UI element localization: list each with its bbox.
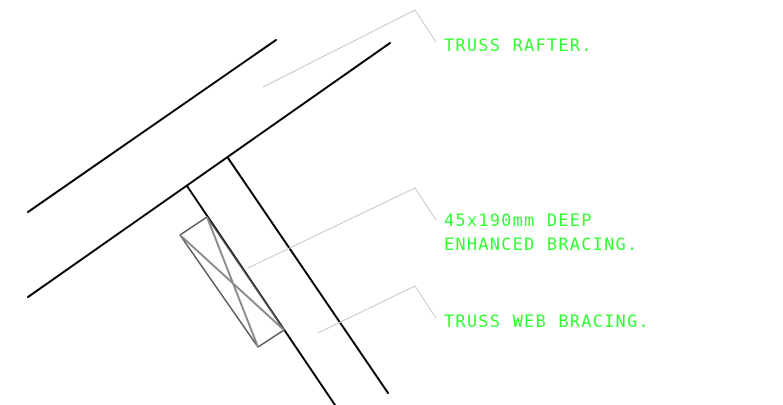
rafter-leader — [262, 9, 437, 88]
web-right-edge — [227, 157, 389, 394]
enhanced-bracing-label-line1: 45x190mm DEEP — [444, 211, 593, 231]
web-bracing-leader — [317, 285, 437, 334]
web-bracing-label: TRUSS WEB BRACING. — [444, 312, 650, 332]
enhanced-bracing-label-line2: ENHANCED BRACING. — [444, 235, 638, 255]
rafter-top-edge — [27, 39, 277, 213]
enhanced-bracing-leader — [247, 187, 437, 269]
rafter-bottom-edge — [27, 42, 391, 298]
bracing-cross-b — [206, 216, 259, 348]
rafter-label: TRUSS RAFTER. — [444, 36, 593, 56]
